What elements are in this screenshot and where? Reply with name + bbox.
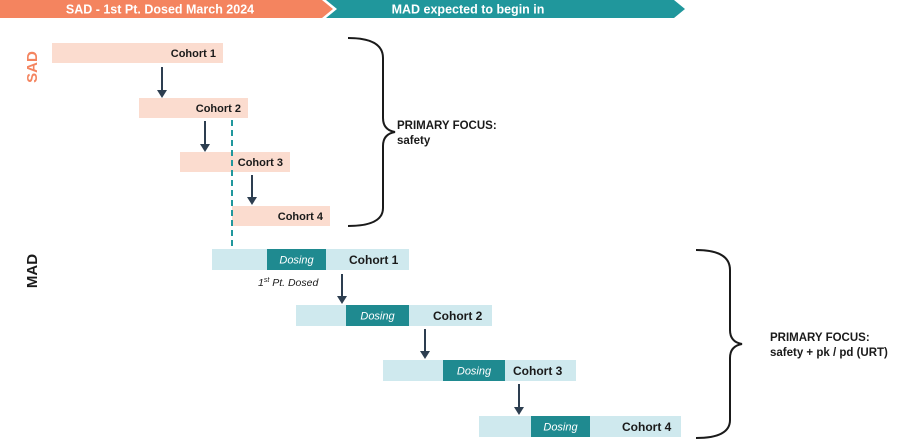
mad-arrow-2: [420, 329, 430, 359]
mad-cohort-2-dosing-label: Dosing: [360, 311, 395, 323]
first-pt-dosed-sup: st: [264, 277, 271, 284]
sad-cohort-1-label: Cohort 1: [171, 48, 216, 60]
sad-label: SAD: [24, 51, 41, 83]
sad-arrow-3: [247, 175, 257, 205]
mad-cohort-4-label: Cohort 4: [622, 420, 672, 434]
mad-cohort-4-dosing-box: [531, 416, 590, 437]
mad-cohort-1-label: Cohort 1: [349, 253, 399, 267]
mad-label: MAD: [24, 254, 41, 288]
sad-arrow-2: [200, 121, 210, 152]
sad-banner-shape: [0, 0, 333, 18]
mad-cohort-2-label: Cohort 2: [433, 309, 483, 323]
mad-cohort-1-dosing-box: [267, 249, 326, 270]
mad-arrow-3: [514, 384, 524, 415]
mad-cohort-3-dosing-box: [443, 360, 505, 381]
mad-cohort-4-dosing-label: Dosing: [543, 422, 578, 434]
mad-arrow-1: [337, 274, 347, 304]
mad-cohort-3-dosing-label: Dosing: [457, 366, 492, 378]
sad-cohort-3-bar: [180, 152, 290, 172]
sad-focus-detail: safety: [397, 135, 431, 147]
mad-cohort-2-dosing-box: [346, 305, 409, 326]
sad-cohort-2-bar: [139, 98, 248, 118]
sad-cohort-1-bar: [52, 43, 223, 63]
mad-banner-label: MAD expected to begin in: [392, 3, 545, 17]
sad-banner-text: SAD - 1st Pt. Dosed March 2024: [66, 3, 254, 17]
sad-focus-title: PRIMARY FOCUS:: [397, 120, 497, 132]
sad-arrow-1: [157, 67, 167, 98]
mad-focus-title: PRIMARY FOCUS:: [770, 332, 870, 344]
mad-cohort-3-label: Cohort 3: [513, 364, 563, 378]
first-pt-dosed-note: 1st Pt. Dosed: [258, 277, 319, 289]
sad-to-mad-dashed-arrow: [227, 120, 237, 258]
sad-cohort-2-label: Cohort 2: [196, 103, 241, 115]
sad-cohort-4-label: Cohort 4: [278, 211, 324, 223]
mad-bracket: [695, 249, 743, 439]
mad-focus-detail: safety + pk / pd (URT): [770, 347, 888, 359]
first-pt-dosed-num: 1: [258, 277, 264, 289]
sad-cohort-4-bar: [232, 206, 330, 226]
mad-cohort-1-dosing-label: Dosing: [279, 255, 314, 267]
sad-bracket: [347, 37, 396, 227]
first-pt-dosed-rest: Pt. Dosed: [269, 277, 319, 289]
sad-cohort-3-label: Cohort 3: [238, 157, 283, 169]
mad-banner-shape: [326, 0, 685, 18]
